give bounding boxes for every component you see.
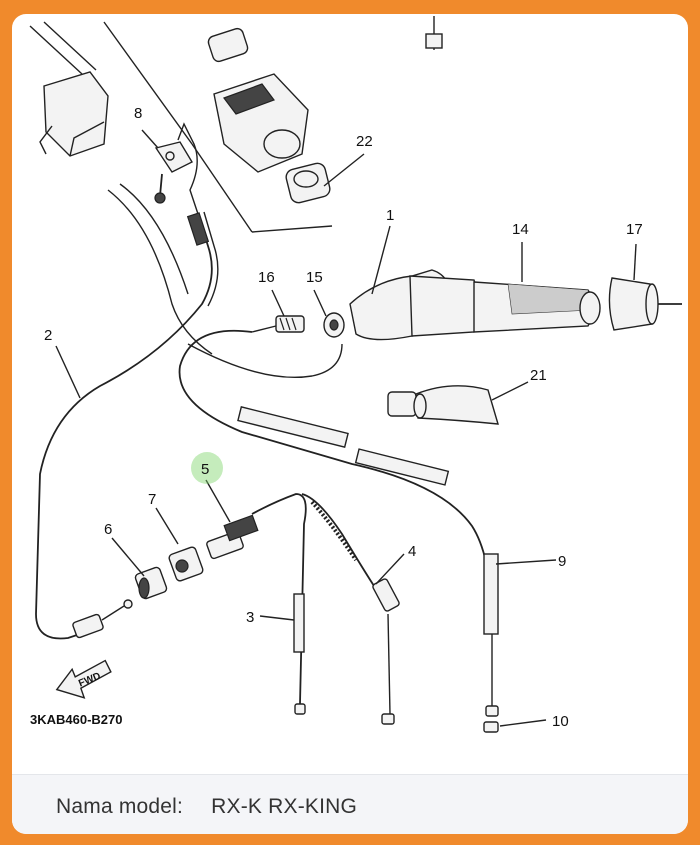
cables-3-4 [251,493,499,733]
callout-21: 21 [530,367,547,384]
callout-4: 4 [408,543,416,560]
callout-17: 17 [626,221,643,238]
callout-2: 2 [44,327,52,344]
adjuster-16-15 [251,312,345,338]
callout-1: 1 [386,207,394,224]
parts-diagram: 1 2 3 4 5 6 7 8 9 10 14 15 16 17 21 22 F… [29,16,682,733]
fwd-arrow-icon: FWD [55,659,112,699]
callout-labels: 1 2 3 4 5 6 7 8 9 10 14 15 16 17 21 22 [44,105,643,730]
leader-lines [55,129,637,727]
adjuster-6-7-5 [134,514,259,600]
switch-assembly-right [207,16,443,204]
model-line: Nama model: RX-K RX-KING [56,795,357,819]
throttle-tube-grip [349,269,682,341]
callout-16: 16 [258,269,275,286]
diagram-card: 1 2 3 4 5 6 7 8 9 10 14 15 16 17 21 22 F… [12,14,688,834]
callout-22: 22 [356,133,373,150]
callout-6: 6 [104,521,112,538]
throttle-cable [35,211,219,640]
highlight-marker [191,452,223,484]
callout-5: 5 [201,461,209,478]
switch-housing-left [29,21,109,157]
model-label: Nama model: [56,795,184,818]
handlebar-frame [103,21,343,379]
callout-7: 7 [148,491,156,508]
throttle-clamp-8 [154,122,199,215]
callout-14: 14 [512,221,529,238]
cable-route-right [178,329,499,717]
callout-10: 10 [552,713,569,730]
callout-9: 9 [558,553,566,570]
diagram-code: 3KAB460-B270 [30,712,123,727]
callout-3: 3 [246,609,254,626]
callout-15: 15 [306,269,323,286]
callout-8: 8 [134,105,142,122]
model-value: RX-K RX-KING [211,795,358,818]
cable-cover-21 [387,385,499,425]
footer: Nama model: RX-K RX-KING [12,774,688,834]
